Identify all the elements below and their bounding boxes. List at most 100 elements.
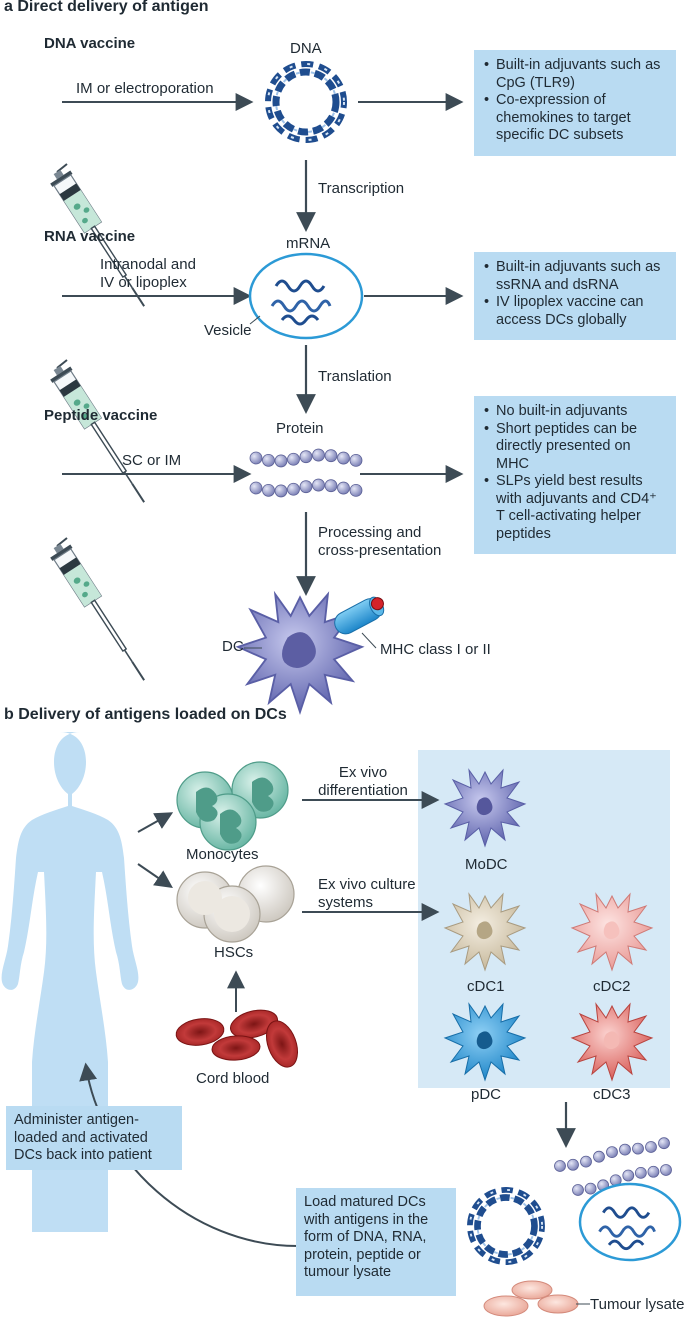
dendritic-cell-icon — [237, 593, 363, 713]
panel-a-heading: a Direct delivery of antigen — [4, 0, 209, 16]
arrow-return-to-patient — [79, 1062, 299, 1247]
rna-notes-box: Built-in adjuvants such as ssRNA and dsR… — [474, 252, 676, 340]
rna-route-line1: Intranodal and — [100, 256, 196, 273]
antigen-peptide-bead — [554, 1160, 566, 1172]
antigen-peptide-bead — [580, 1155, 592, 1168]
tumour-lysate-icon — [483, 1280, 579, 1317]
antigen-peptide-bead — [572, 1184, 584, 1196]
protein-bead — [262, 483, 275, 497]
peptide-route-label: SC or IM — [122, 452, 182, 469]
exvivo-culture-line1: Ex vivo culture — [318, 876, 416, 893]
pdc-icon — [444, 1003, 526, 1081]
hscs-icon — [176, 865, 295, 943]
dc-label: DC — [222, 638, 244, 655]
arrow-body-hscs — [137, 863, 173, 889]
rna-note-2: IV lipoplex vaccine can access DCs globa… — [484, 294, 666, 329]
protein-bead — [337, 481, 350, 495]
processing-line1: Processing and — [318, 524, 422, 541]
transcription-label: Transcription — [318, 180, 405, 197]
vesicle-pointer — [249, 315, 261, 325]
antigen-peptide-bead — [593, 1150, 605, 1163]
peptide-note-3: SLPs yield best results with adjuvants a… — [484, 473, 666, 543]
peptide-syringe-icon — [45, 537, 156, 688]
cord-blood-icon — [175, 1009, 299, 1068]
processing-line2: cross-presentation — [318, 542, 442, 559]
dna-product-label: DNA — [290, 40, 322, 57]
protein-bead — [349, 453, 363, 467]
dna-note-2: Co-expression of chemokines to target sp… — [484, 92, 666, 145]
antigen-peptide-bead — [658, 1137, 670, 1150]
protein-bead — [312, 448, 325, 462]
mhc-molecule-icon — [334, 596, 385, 635]
dna-vaccine-label: DNA vaccine — [44, 35, 136, 52]
pdc-label: pDC — [471, 1086, 502, 1103]
dna-note-1: Built-in adjuvants such as CpG (TLR9) — [484, 57, 666, 92]
cdc3-label: cDC3 — [593, 1086, 631, 1103]
hscs-label: HSCs — [214, 944, 254, 961]
protein-bead — [274, 484, 288, 498]
rna-syringe-icon — [45, 359, 156, 510]
protein-bead — [299, 480, 313, 494]
rna-vaccine-label: RNA vaccine — [44, 228, 136, 245]
protein-bead — [324, 449, 338, 463]
protein-bead — [249, 451, 263, 465]
rna-note-1: Built-in adjuvants such as ssRNA and dsR… — [484, 259, 666, 294]
protein-label: Protein — [276, 420, 324, 437]
monocytes-icon — [176, 761, 289, 851]
cdc1-icon — [444, 893, 526, 971]
antigen-dna-icon — [470, 1190, 542, 1262]
protein-bead — [299, 450, 313, 464]
antigen-peptide-bead — [632, 1142, 644, 1155]
panel-b-letter: b — [4, 706, 14, 723]
antigen-peptide-bead — [622, 1169, 635, 1182]
mhc-pointer — [361, 632, 377, 649]
exvivo-diff-line1: Ex vivo — [338, 764, 388, 781]
antigen-peptide-bead — [634, 1166, 647, 1179]
protein-bead — [287, 482, 300, 496]
rna-product-label: mRNA — [286, 235, 331, 252]
administer-box: Administer antigen-loaded and activated … — [6, 1106, 182, 1170]
cdc1-label: cDC1 — [467, 978, 505, 995]
dna-route-label: IM or electroporation — [76, 80, 214, 97]
vesicle-icon — [248, 252, 364, 340]
arrow-body-monocytes — [137, 812, 174, 833]
antigen-peptide-bead — [584, 1182, 597, 1195]
cdc2-icon — [571, 893, 653, 971]
modc-icon — [444, 769, 526, 847]
antigen-peptide-bead — [567, 1158, 579, 1171]
antigen-peptide-chains-icon — [554, 1137, 672, 1196]
antigen-peptide-bead — [619, 1143, 631, 1156]
protein-bead — [274, 454, 288, 468]
protein-chain-icon — [249, 448, 363, 498]
load-box: Load matured DCs with antigens in the fo… — [296, 1188, 456, 1296]
modc-label: MoDC — [465, 856, 508, 873]
antigen-vesicle-icon — [578, 1182, 682, 1262]
protein-bead — [337, 451, 350, 465]
protein-bead — [249, 481, 263, 495]
antigen-peptide-bead — [660, 1164, 672, 1176]
mhc-label: MHC class I or II — [380, 641, 491, 658]
exvivo-diff-line2: differentiation — [318, 782, 408, 799]
peptide-note-1: No built-in adjuvants — [484, 403, 666, 421]
panel-b-title: Delivery of antigens loaded on DCs — [18, 706, 287, 723]
protein-bead — [262, 453, 275, 467]
vesicle-label: Vesicle — [204, 322, 252, 339]
tumour-lysate-label: Tumour lysate — [590, 1296, 685, 1313]
rna-route-line2: IV or lipoplex — [100, 274, 187, 291]
translation-label: Translation — [318, 368, 392, 385]
peptide-note-2: Short peptides can be directly presented… — [484, 421, 666, 474]
cord-blood-label: Cord blood — [196, 1070, 270, 1087]
dna-notes-box: Built-in adjuvants such as CpG (TLR9) Co… — [474, 50, 676, 156]
cdc3-icon — [571, 1003, 653, 1081]
protein-bead — [324, 479, 338, 493]
antigen-peptide-bead — [647, 1165, 660, 1178]
protein-bead — [287, 452, 300, 466]
peptide-vaccine-label: Peptide vaccine — [44, 407, 158, 424]
antigen-peptide-bead — [606, 1146, 618, 1158]
panel-a-title: Direct delivery of antigen — [17, 0, 209, 15]
protein-bead — [312, 478, 325, 492]
dna-plasmid-icon — [268, 64, 344, 140]
antigen-peptide-bead — [645, 1141, 657, 1153]
panel-b-heading: b Delivery of antigens loaded on DCs — [4, 706, 287, 724]
